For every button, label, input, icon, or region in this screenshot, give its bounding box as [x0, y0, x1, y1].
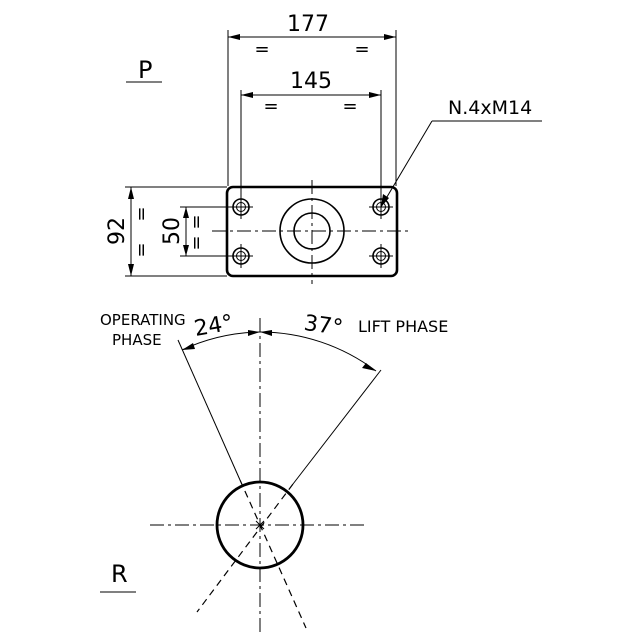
thread-callout: N.4xM14	[448, 97, 532, 119]
lift-phase-label: LIFT PHASE	[358, 317, 448, 336]
mounting-hole-top-left	[229, 195, 253, 219]
lift-phase-line	[292, 369, 382, 485]
symmetry-mark-92-bottom: =	[131, 242, 152, 257]
view-label-r: R	[111, 560, 128, 588]
symmetry-mark-145-left: =	[263, 96, 278, 117]
mounting-hole-bottom-left	[229, 244, 253, 268]
operating-phase-line-extension	[239, 479, 307, 629]
symmetry-mark-177-left: =	[254, 39, 269, 60]
symmetry-mark-145-right: =	[342, 96, 357, 117]
symmetry-mark-177-right: =	[354, 39, 369, 60]
arrowhead-50-bottom	[183, 245, 189, 256]
dimension-92: 92	[105, 217, 130, 245]
arrowhead-arc-24-right	[248, 330, 260, 336]
angle-lift: 37°	[302, 311, 344, 341]
dimension-177: 177	[287, 12, 329, 37]
arrowhead-arc-37-left	[260, 330, 272, 336]
angle-operating: 24°	[192, 311, 235, 342]
dimension-50: 50	[160, 217, 185, 245]
symmetry-mark-50-top: =	[186, 214, 207, 229]
leader-line-thread-diagonal	[380, 120, 433, 208]
mounting-hole-top-right	[369, 195, 393, 219]
arrowhead-177-right	[384, 34, 396, 40]
view-label-p: P	[138, 56, 152, 84]
arrowhead-177-left	[228, 34, 240, 40]
symmetry-mark-50-bottom: =	[186, 235, 207, 250]
operating-phase-label-line2: PHASE	[112, 331, 162, 349]
arrowhead-50-top	[183, 207, 189, 218]
arrowhead-92-top	[128, 187, 134, 199]
operating-phase-label-line1: OPERATING	[100, 311, 186, 329]
arc-lift-37	[259, 331, 377, 372]
arrowhead-92-bottom	[128, 264, 134, 276]
arrowhead-145-right	[369, 92, 381, 98]
view-r: R 24° OPERATING PHASE 37° LIFT PHASE	[100, 311, 448, 635]
arrowhead-arc-37-right	[362, 363, 376, 371]
mounting-hole-bottom-right	[369, 244, 393, 268]
operating-phase-line	[177, 339, 241, 481]
lift-phase-line-extension	[196, 483, 294, 613]
central-bore-outer	[279, 198, 345, 264]
central-bore-inner	[293, 212, 331, 250]
arrowhead-arc-24-left	[182, 343, 195, 350]
view-p: P 177 = = 145 = = N.4xM14	[105, 12, 542, 284]
arrowhead-145-left	[241, 92, 253, 98]
dimension-145: 145	[290, 69, 332, 94]
symmetry-mark-92-top: =	[131, 206, 152, 221]
